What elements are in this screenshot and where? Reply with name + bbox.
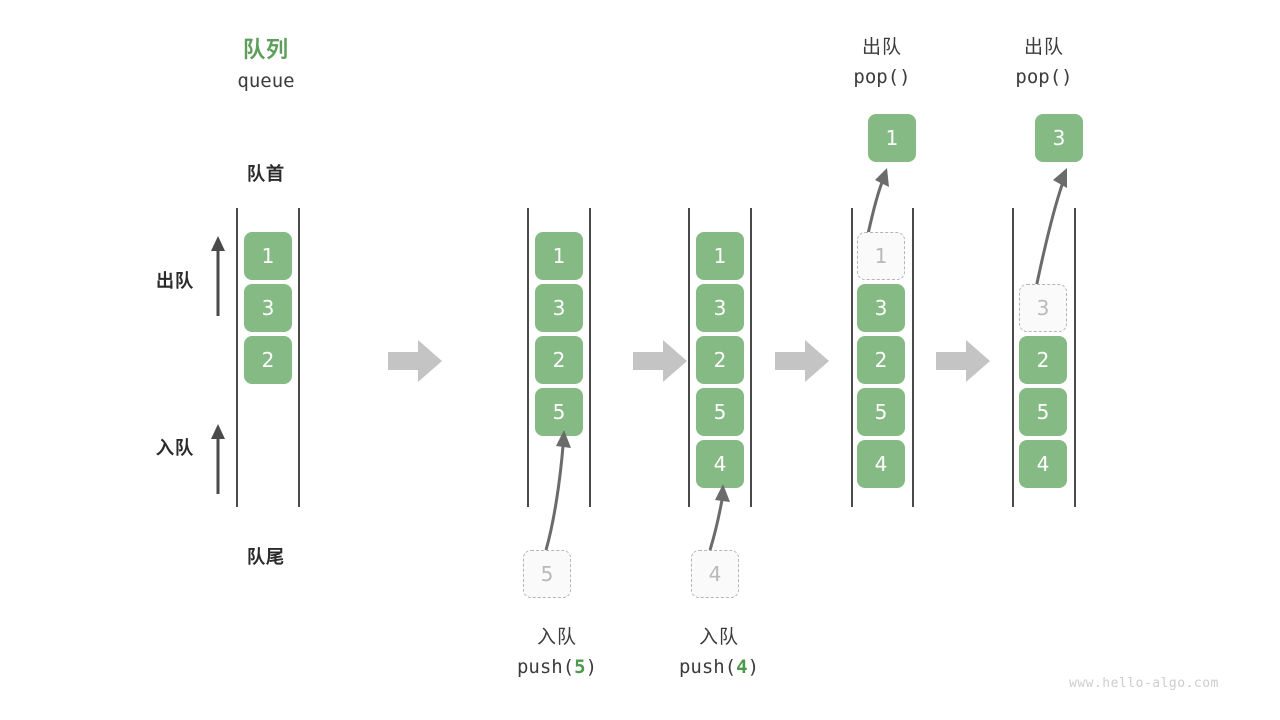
queue-cell: 2 <box>696 336 744 384</box>
incoming-cell: 5 <box>523 550 571 598</box>
queue-rail-left <box>527 208 529 507</box>
pop1-header-cn: 出队 <box>861 36 902 58</box>
incoming-cell: 4 <box>691 550 739 598</box>
curved-arrow-icon <box>705 484 741 552</box>
queue-rail-right <box>589 208 591 507</box>
queue-cell: 2 <box>1019 336 1067 384</box>
push5-caption-code: push(5) <box>487 656 627 678</box>
popped-cell: 3 <box>1035 114 1083 162</box>
queue-cell: 3 <box>696 284 744 332</box>
curved-arrow-icon <box>1028 168 1076 290</box>
queue-rail-right <box>750 208 752 507</box>
queue-cell-removed: 3 <box>1019 284 1067 332</box>
queue-cell: 4 <box>696 440 744 488</box>
queue-cell: 3 <box>244 284 292 332</box>
queue-rail-right <box>912 208 914 507</box>
curved-arrow-icon <box>540 430 580 552</box>
push4-caption-cn: 入队 <box>698 626 739 648</box>
push5-caption-cn: 入队 <box>536 626 577 648</box>
watermark: www.hello-algo.com <box>1069 676 1219 691</box>
push4-code-value: 4 <box>736 656 748 678</box>
rear-label: 队尾 <box>247 547 285 568</box>
front-label: 队首 <box>247 164 285 185</box>
right-arrow-icon <box>936 340 990 382</box>
right-arrow-icon <box>775 340 829 382</box>
up-arrow-icon <box>208 236 228 318</box>
queue-cell: 1 <box>244 232 292 280</box>
queue-cell-removed: 1 <box>857 232 905 280</box>
push5-code-value: 5 <box>574 656 586 678</box>
push5-code-suffix: ) <box>585 656 598 678</box>
right-arrow-icon <box>633 340 687 382</box>
queue-rail-right <box>298 208 300 507</box>
queue-cell: 5 <box>535 388 583 436</box>
queue-cell: 3 <box>857 284 905 332</box>
dequeue-label: 出队 <box>156 271 194 292</box>
queue-rail-left <box>1012 208 1014 507</box>
pop1-header-code: pop() <box>853 66 911 88</box>
push5-code-prefix: push( <box>516 656 575 678</box>
queue-rail-left <box>851 208 853 507</box>
queue-cell: 5 <box>1019 388 1067 436</box>
pop3-header-cn: 出队 <box>1023 36 1064 58</box>
queue-cell: 5 <box>857 388 905 436</box>
curved-arrow-icon <box>862 168 898 236</box>
right-arrow-icon <box>388 340 442 382</box>
queue-cell: 2 <box>244 336 292 384</box>
page-subtitle: queue <box>237 70 295 92</box>
pop3-header-code: pop() <box>1015 66 1073 88</box>
up-arrow-icon <box>208 424 228 496</box>
push4-caption-code: push(4) <box>649 656 789 678</box>
page-title: 队列 <box>242 38 289 63</box>
queue-cell: 3 <box>535 284 583 332</box>
queue-rail-left <box>688 208 690 507</box>
queue-cell: 4 <box>857 440 905 488</box>
queue-cell: 2 <box>535 336 583 384</box>
queue-cell: 4 <box>1019 440 1067 488</box>
queue-rail-left <box>236 208 238 507</box>
queue-rail-right <box>1074 208 1076 507</box>
push4-code-suffix: ) <box>747 656 760 678</box>
queue-cell: 1 <box>696 232 744 280</box>
popped-cell: 1 <box>868 114 916 162</box>
queue-cell: 5 <box>696 388 744 436</box>
queue-cell: 1 <box>535 232 583 280</box>
queue-cell: 2 <box>857 336 905 384</box>
push4-code-prefix: push( <box>678 656 737 678</box>
enqueue-label: 入队 <box>156 438 194 459</box>
